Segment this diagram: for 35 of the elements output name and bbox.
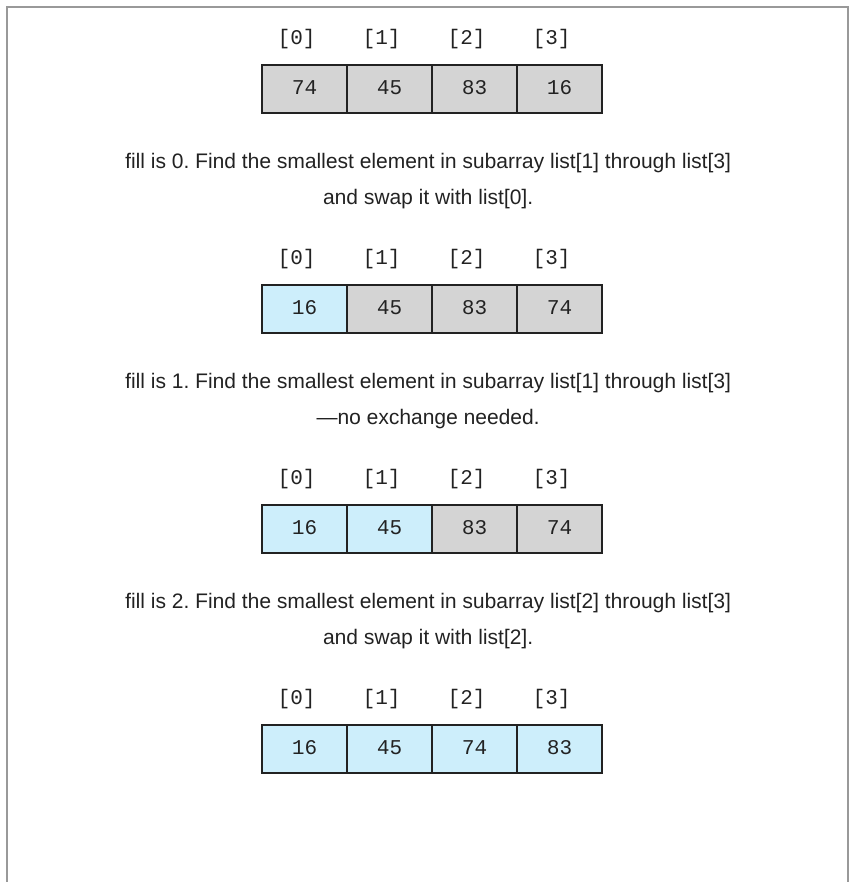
index-label: [2] bbox=[446, 468, 486, 491]
index-label: [0] bbox=[276, 248, 316, 271]
index-label: [2] bbox=[446, 688, 486, 711]
array-cell: 74 bbox=[516, 284, 603, 334]
index-label: [3] bbox=[532, 28, 572, 51]
array-cell: 16 bbox=[261, 284, 348, 334]
array-cell: 83 bbox=[431, 504, 518, 554]
array-cell: 45 bbox=[346, 504, 433, 554]
index-label: [1] bbox=[362, 688, 402, 711]
index-label: [0] bbox=[276, 28, 316, 51]
array-cell: 16 bbox=[261, 504, 348, 554]
array-cell: 74 bbox=[431, 724, 518, 774]
index-label: [1] bbox=[362, 248, 402, 271]
index-label: [2] bbox=[446, 28, 486, 51]
array-cell: 74 bbox=[516, 504, 603, 554]
step-description: fill is 2. Find the smallest element in subarray list[2] through list[3] and swap it with list[2]. bbox=[124, 589, 732, 651]
array-cell: 83 bbox=[516, 724, 603, 774]
array-cell: 45 bbox=[346, 64, 433, 114]
array-cell: 83 bbox=[431, 64, 518, 114]
array-cell: 16 bbox=[261, 724, 348, 774]
index-label: [0] bbox=[276, 688, 316, 711]
step-description: fill is 0. Find the smallest element in subarray list[1] through list[3] and swap it with list[0]. bbox=[124, 149, 732, 211]
index-label: [3] bbox=[532, 468, 572, 491]
index-label: [1] bbox=[362, 468, 402, 491]
index-label: [3] bbox=[532, 688, 572, 711]
array-cell: 74 bbox=[261, 64, 348, 114]
index-label: [3] bbox=[532, 248, 572, 271]
index-label: [0] bbox=[276, 468, 316, 491]
array-cell: 45 bbox=[346, 724, 433, 774]
array-cell: 16 bbox=[516, 64, 603, 114]
array-cell: 45 bbox=[346, 284, 433, 334]
index-label: [1] bbox=[362, 28, 402, 51]
index-label: [2] bbox=[446, 248, 486, 271]
step-description: fill is 1. Find the smallest element in subarray list[1] through list[3]—no exchange needed. bbox=[124, 369, 732, 431]
array-cell: 83 bbox=[431, 284, 518, 334]
